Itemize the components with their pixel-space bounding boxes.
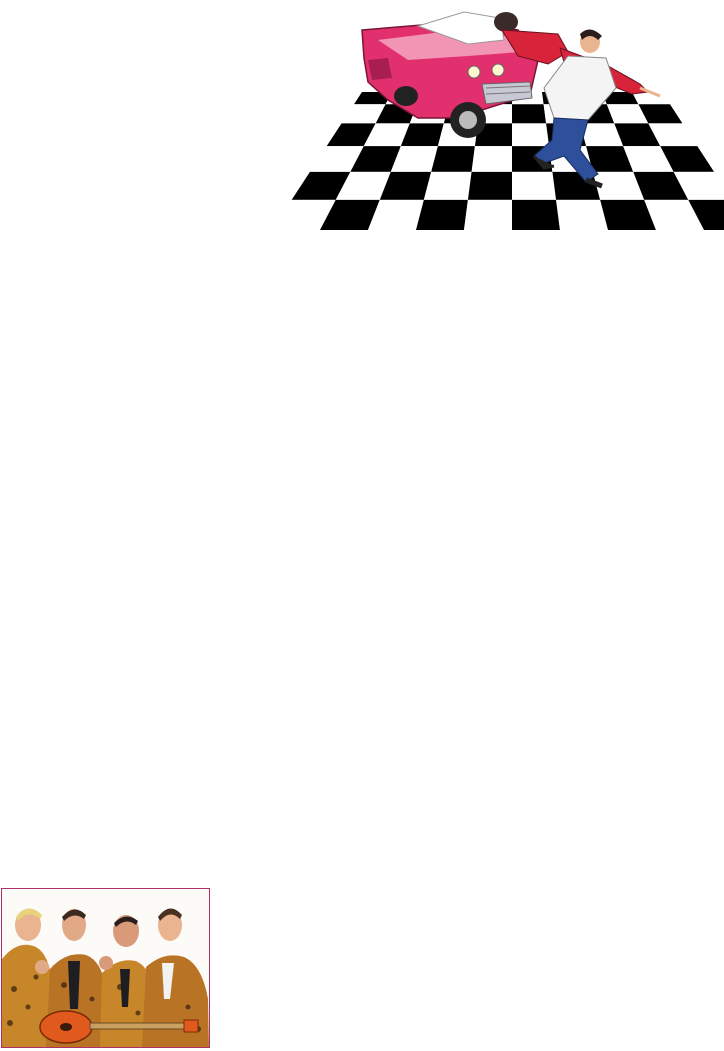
checker-tile [623, 146, 674, 172]
checker-tile [644, 199, 704, 230]
checker-tile [423, 171, 472, 200]
checker-tile [660, 146, 715, 172]
checker-tile [335, 171, 391, 200]
checker-tile [400, 123, 444, 147]
checker-tile [688, 199, 724, 230]
checker-tile [648, 123, 698, 147]
checker-tile [320, 199, 380, 230]
checker-tile [363, 123, 410, 147]
four-piece-band-photo-icon [2, 889, 209, 1047]
checker-tile [673, 171, 724, 200]
checker-tile [512, 199, 560, 230]
checker-tile [291, 171, 351, 200]
checkerboard-floor [272, 92, 724, 230]
dancing-couple-pink-car-checkerboard-icon [272, 11, 724, 230]
checker-tile [464, 199, 512, 230]
checker-tile [592, 171, 645, 200]
checker-tile [638, 104, 683, 124]
checker-tile [602, 92, 639, 105]
checker-tile [600, 199, 656, 230]
checker-tile [614, 123, 661, 147]
checker-tile [379, 171, 432, 200]
man-dancer [532, 29, 617, 189]
checker-tile [309, 146, 364, 172]
checker-tile [368, 199, 424, 230]
checker-tile [580, 123, 624, 147]
checker-tile [632, 92, 671, 105]
checker-tile [556, 199, 608, 230]
checker-tile [431, 146, 475, 172]
pink-car [361, 11, 539, 138]
checker-tile [471, 146, 512, 172]
checker-tile [633, 171, 689, 200]
checker-tile [341, 104, 386, 124]
checker-tile [586, 146, 634, 172]
checker-tile [512, 104, 547, 124]
checker-tile [272, 199, 336, 230]
checker-tile [326, 123, 376, 147]
dancing-couple-clipart [268, 0, 724, 232]
checker-tile [512, 123, 550, 147]
checker-tile [606, 104, 649, 124]
checker-tile [467, 171, 512, 200]
checker-tile [350, 146, 401, 172]
checker-tile [416, 199, 468, 230]
band-photo [1, 888, 210, 1048]
checker-tile [390, 146, 438, 172]
checker-tile [512, 171, 557, 200]
checker-tile [474, 123, 512, 147]
